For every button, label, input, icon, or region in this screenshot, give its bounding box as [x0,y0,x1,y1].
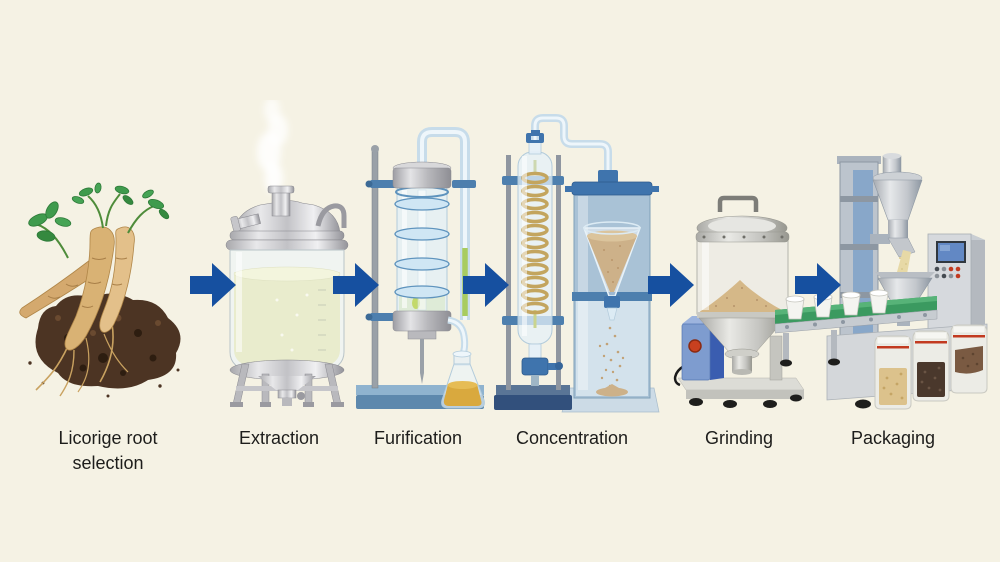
stand-rod-icon [371,145,379,389]
stage-label-packaging: Packaging [850,428,936,448]
glass-column-icon [392,161,452,384]
pouch-dark-grains [912,330,950,402]
column-valve-icon [521,357,563,386]
packaging-machine-illustration [775,153,988,410]
powder-stream-icon [897,250,911,274]
stage-extraction [222,100,352,410]
tank-stand-icon [230,363,344,407]
stage-grinding [672,188,807,416]
powder-funnel-icon [582,221,642,321]
steam-icon [257,100,288,194]
erlenmeyer-flask-icon [441,350,485,409]
arrow-right-icon [190,263,236,307]
stage-packaging [775,138,1000,423]
powder-fill [587,236,637,292]
flask-liquid [443,384,482,406]
arrow-right-icon [648,263,694,307]
product-pouches-icon [874,324,988,410]
hopper-icon [696,237,789,375]
filling-hopper-icon [870,153,923,258]
concentration-unit-illustration [494,114,660,413]
stage-label-grinding: Grinding [704,428,774,448]
falling-powder-icon [596,326,628,397]
pouch-granules [874,335,912,410]
soil-pile-icon [28,293,181,398]
licorice-roots-illustration [19,182,181,398]
power-button-icon [688,339,702,353]
tank-valve-icon [277,389,305,406]
lid-icon [695,195,790,243]
extract-liquid [234,272,340,368]
grinding-machine-illustration [673,195,805,408]
stage-root-selection [8,158,188,403]
stage-label-concentration: Concentration [515,428,629,448]
pouch-powder [950,324,988,394]
tank-lid-icon [225,185,349,251]
stage-label-root-selection: Licorige root selection [58,428,158,473]
grinder-base-icon [677,377,805,408]
stage-purification [356,108,488,418]
condenser-column-icon [517,133,563,386]
licorice-leaves-icon [28,182,170,259]
stage-label-purification: Furification [373,428,463,448]
arrow-right-icon [333,263,379,307]
stage-label-extraction: Extraction [238,428,320,448]
control-buttons-icon [934,266,961,279]
licorice-root-icon [19,226,135,397]
tank-body-icon [229,249,345,381]
purification-column-illustration [356,127,485,409]
spray-chamber-icon [565,170,659,399]
vapor-tube-icon [531,114,612,174]
stage-concentration [492,100,660,420]
arrow-right-icon [795,263,841,307]
extraction-tank-illustration [225,100,349,407]
support-post [769,335,783,381]
filling-cups-icon [785,289,889,320]
arrow-right-icon [463,263,509,307]
